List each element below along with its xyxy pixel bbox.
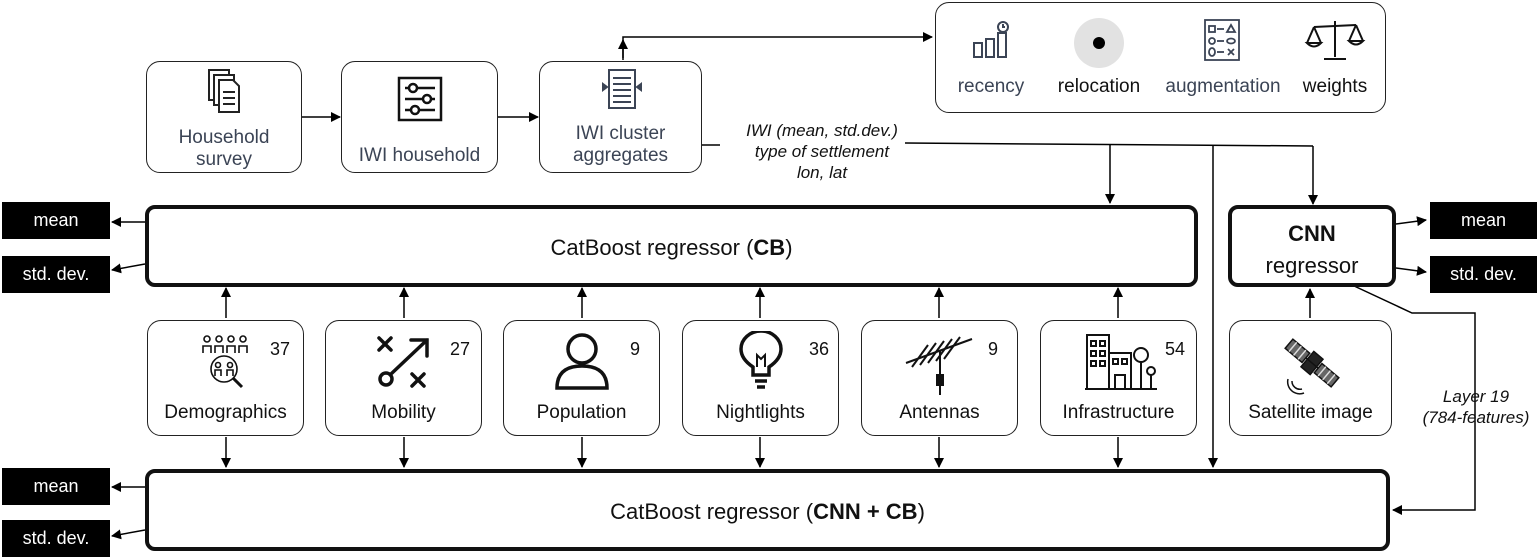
nightlights-label: Nightlights bbox=[716, 402, 805, 423]
cnn-std-output: std. dev. bbox=[1430, 256, 1537, 293]
edge-label-line1: IWI (mean, std.dev.) bbox=[746, 121, 898, 140]
documents-icon bbox=[208, 69, 240, 113]
population-label: Population bbox=[536, 402, 627, 423]
demographics-count: 37 bbox=[270, 339, 291, 359]
cnn-regressor-line2: regressor bbox=[1265, 253, 1359, 278]
feature-infrastructure: 54 Infrastructure bbox=[1040, 320, 1197, 436]
cnn-regressor-line1: CNN bbox=[1288, 221, 1336, 246]
sliders-icon bbox=[397, 76, 443, 122]
feature-population: 9 Population bbox=[503, 320, 660, 436]
recency-chart-icon bbox=[973, 21, 1009, 58]
recency-label: recency bbox=[957, 76, 1025, 97]
demographics-label: Demographics bbox=[164, 402, 287, 423]
infrastructure-count: 54 bbox=[1165, 339, 1186, 359]
layer-label: Layer 19 (784-features) bbox=[1410, 386, 1539, 428]
satellite-image-node: Satellite image bbox=[1229, 320, 1392, 436]
relocation-label: relocation bbox=[1057, 76, 1141, 97]
people-search-icon bbox=[202, 335, 248, 389]
cluster-label-1: IWI cluster bbox=[575, 123, 666, 144]
feature-demographics: 37 Demographics bbox=[147, 320, 304, 436]
survey-label-1: Household bbox=[178, 127, 270, 148]
household-survey-node: Household survey bbox=[146, 61, 302, 173]
relocation-icon bbox=[1074, 18, 1124, 68]
population-count: 9 bbox=[630, 339, 641, 359]
iwi-cluster-node: IWI cluster aggregates bbox=[539, 61, 702, 173]
cnncb-mean-output: mean bbox=[2, 468, 110, 505]
cnncb-std-output: std. dev. bbox=[2, 520, 110, 557]
lightbulb-icon bbox=[739, 331, 783, 389]
mobility-label: Mobility bbox=[371, 402, 436, 423]
survey-label-2: survey bbox=[196, 149, 252, 170]
cnn-regressor: CNN regressor bbox=[1228, 205, 1396, 287]
satellite-label: Satellite image bbox=[1248, 402, 1373, 423]
edge-label-line2: type of settlement bbox=[754, 142, 890, 161]
edge-label-line3: lon, lat bbox=[796, 163, 848, 182]
cb-mean-output: mean bbox=[2, 202, 110, 239]
feature-mobility: 27 Mobility bbox=[325, 320, 482, 436]
antennas-label: Antennas bbox=[899, 402, 980, 423]
weights-label: weights bbox=[1302, 76, 1368, 97]
infrastructure-label: Infrastructure bbox=[1062, 402, 1175, 423]
antenna-icon bbox=[905, 336, 973, 395]
layer-label-line1: Layer 19 bbox=[1442, 387, 1510, 406]
arrow-layer19 bbox=[1351, 284, 1476, 515]
augmentation-icon bbox=[1204, 19, 1240, 61]
cb-regressor: CatBoost regressor (CB) bbox=[145, 205, 1198, 287]
iwi-household-node: IWI household bbox=[341, 61, 498, 173]
cb-std-output: std. dev. bbox=[2, 256, 110, 293]
arrow-cluster-to-options bbox=[622, 32, 933, 60]
options-panel: recency relocation augmentation weights bbox=[935, 2, 1386, 113]
cnn-mean-output: mean bbox=[1430, 202, 1537, 239]
augmentation-label: augmentation bbox=[1165, 76, 1281, 97]
edge-label: IWI (mean, std.dev.) type of settlement … bbox=[722, 120, 922, 183]
buildings-icon bbox=[1085, 334, 1157, 390]
cnn-cb-regressor: CatBoost regressor (CNN + CB) bbox=[145, 469, 1390, 551]
cb-regressor-label: CatBoost regressor (CB) bbox=[550, 235, 793, 260]
scale-weights-icon bbox=[1304, 21, 1366, 60]
antennas-count: 9 bbox=[988, 339, 999, 359]
document-list-icon bbox=[602, 69, 642, 109]
feature-nightlights: 36 Nightlights bbox=[682, 320, 839, 436]
mobility-count: 27 bbox=[450, 339, 471, 359]
iwi-household-label: IWI household bbox=[358, 145, 481, 166]
nightlights-count: 36 bbox=[809, 339, 830, 359]
cnn-cb-regressor-label: CatBoost regressor (CNN + CB) bbox=[610, 499, 925, 524]
cluster-label-2: aggregates bbox=[572, 145, 669, 166]
person-icon bbox=[555, 333, 609, 390]
layer-label-line2: (784-features) bbox=[1422, 408, 1530, 427]
feature-antennas: 9 Antennas bbox=[861, 320, 1018, 436]
mobility-route-icon bbox=[377, 336, 429, 388]
satellite-icon bbox=[1284, 338, 1340, 395]
